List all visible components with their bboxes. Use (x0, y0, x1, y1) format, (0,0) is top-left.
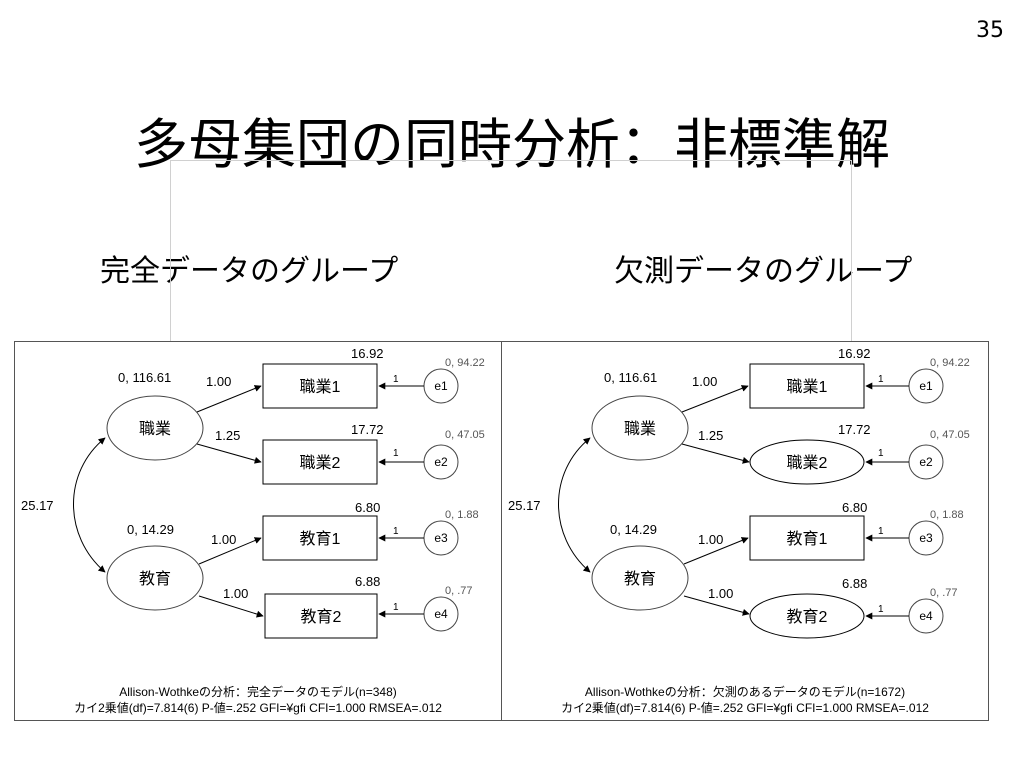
loading-arrow (196, 385, 262, 413)
covariance-value: 25.17 (21, 498, 54, 513)
error-label: e3 (919, 531, 933, 545)
observed-box (264, 593, 378, 639)
loading-value: 1.00 (206, 374, 231, 389)
observed-box (262, 515, 378, 561)
observed-label: 教育1 (300, 530, 341, 548)
intercept-value: 6.88 (355, 574, 380, 589)
loading-value: 1.25 (698, 428, 723, 443)
caption-line-1: Allison-Wothkeの分析：完全データのモデル(n=348) (119, 684, 397, 699)
error-stat: 0, 1.88 (930, 509, 964, 521)
error-label: e1 (919, 379, 933, 393)
latent-stat: 0, 116.61 (604, 370, 657, 385)
error-label: e2 (434, 455, 448, 469)
error-path-value: 1 (878, 526, 884, 537)
observed-label: 職業2 (787, 454, 828, 472)
loading-arrow (681, 385, 749, 413)
caption-line-2: カイ2乗値(df)=7.814(6) P-値=.252 GFI=¥gfi CFI… (561, 700, 929, 715)
latent-ellipse (106, 545, 204, 611)
loading-arrow (681, 443, 750, 464)
observed-label: 教育2 (787, 608, 828, 626)
intercept-value: 6.80 (842, 500, 867, 515)
loading-arrow (198, 537, 262, 565)
intercept-value: 17.72 (351, 422, 384, 437)
error-stat: 0, 94.22 (930, 357, 970, 369)
covariance-arc (73, 437, 106, 573)
error-stat: 0, 47.05 (445, 429, 485, 441)
covariance-value: 25.17 (508, 498, 541, 513)
error-stat: 0, 1.88 (445, 509, 479, 521)
observed-ellipse (749, 439, 865, 485)
error-path-value: 1 (878, 448, 884, 459)
latent-label: 職業 (624, 420, 656, 438)
error-stat: 0, 94.22 (445, 357, 485, 369)
latent-ellipse (591, 545, 689, 611)
loading-arrow (683, 595, 750, 616)
observed-label: 職業1 (300, 378, 341, 396)
caption-line-1: Allison-Wothkeの分析：欠測のあるデータのモデル(n=1672) (585, 684, 905, 699)
intercept-value: 16.92 (838, 346, 871, 361)
loading-value: 1.00 (211, 532, 236, 547)
error-stat: 0, .77 (930, 587, 958, 599)
observed-ellipse (749, 593, 865, 639)
loading-arrow (198, 595, 264, 618)
guide-line (170, 160, 852, 161)
observed-label: 教育2 (301, 608, 342, 626)
intercept-value: 17.72 (838, 422, 871, 437)
observed-box (749, 515, 865, 561)
observed-box (749, 363, 865, 409)
error-path-value: 1 (878, 374, 884, 385)
error-label: e2 (919, 455, 933, 469)
error-label: e4 (919, 609, 933, 623)
observed-box (262, 363, 378, 409)
error-label: e1 (434, 379, 448, 393)
latent-stat: 0, 116.61 (118, 370, 171, 385)
caption-line-2: カイ2乗値(df)=7.814(6) P-値=.252 GFI=¥gfi CFI… (74, 700, 442, 715)
path-diagram-missing: 職業 0, 116.61 教育 0, 14.29 25.17 職業1 16.92… (508, 346, 970, 715)
error-path-value: 1 (393, 526, 399, 537)
observed-label: 教育1 (787, 530, 828, 548)
group-heading-complete: 完全データのグループ (100, 254, 399, 289)
loading-value: 1.00 (223, 586, 248, 601)
intercept-value: 6.88 (842, 576, 867, 591)
covariance-arc (558, 437, 591, 573)
group-heading-missing: 欠測データのグループ (614, 254, 913, 289)
error-stat: 0, .77 (445, 585, 473, 597)
error-path-value: 1 (393, 448, 399, 459)
latent-label: 教育 (624, 570, 656, 588)
path-diagram-complete: 職業 0, 116.61 教育 0, 14.29 25.17 職業1 16.92… (21, 346, 485, 715)
slide-title: 多母集団の同時分析：非標準解 (134, 113, 890, 176)
latent-ellipse (591, 395, 689, 461)
slide-number: 35 (976, 18, 1004, 43)
loading-value: 1.00 (708, 586, 733, 601)
latent-label: 職業 (139, 420, 171, 438)
intercept-value: 16.92 (351, 346, 384, 361)
latent-ellipse (106, 395, 204, 461)
loading-value: 1.00 (698, 532, 723, 547)
observed-label: 職業2 (300, 454, 341, 472)
loading-arrow (683, 537, 749, 565)
intercept-value: 6.80 (355, 500, 380, 515)
error-path-value: 1 (878, 604, 884, 615)
latent-label: 教育 (139, 570, 171, 588)
latent-stat: 0, 14.29 (610, 522, 657, 537)
error-label: e4 (434, 607, 448, 621)
guide-line (170, 160, 171, 342)
error-stat: 0, 47.05 (930, 429, 970, 441)
diagram-panel-missing: 職業 0, 116.61 教育 0, 14.29 25.17 職業1 16.92… (501, 341, 989, 721)
error-path-value: 1 (393, 602, 399, 613)
guide-line (851, 160, 852, 342)
loading-arrow (196, 443, 262, 464)
observed-label: 職業1 (787, 378, 828, 396)
latent-stat: 0, 14.29 (127, 522, 174, 537)
observed-box (262, 439, 378, 485)
loading-value: 1.00 (692, 374, 717, 389)
error-label: e3 (434, 531, 448, 545)
error-path-value: 1 (393, 374, 399, 385)
loading-value: 1.25 (215, 428, 240, 443)
diagram-panel-complete: 職業 0, 116.61 教育 0, 14.29 25.17 職業1 16.92… (14, 341, 502, 721)
